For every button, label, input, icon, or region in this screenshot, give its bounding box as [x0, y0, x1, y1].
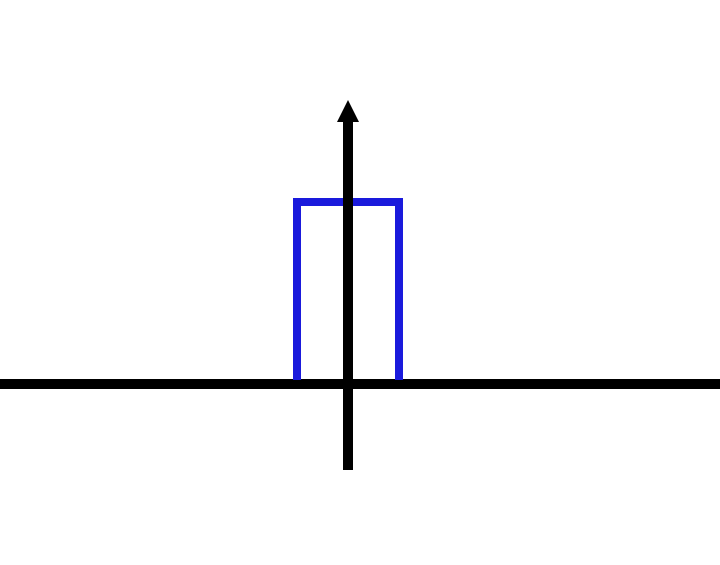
vertical-axis-arrowhead [337, 100, 359, 122]
